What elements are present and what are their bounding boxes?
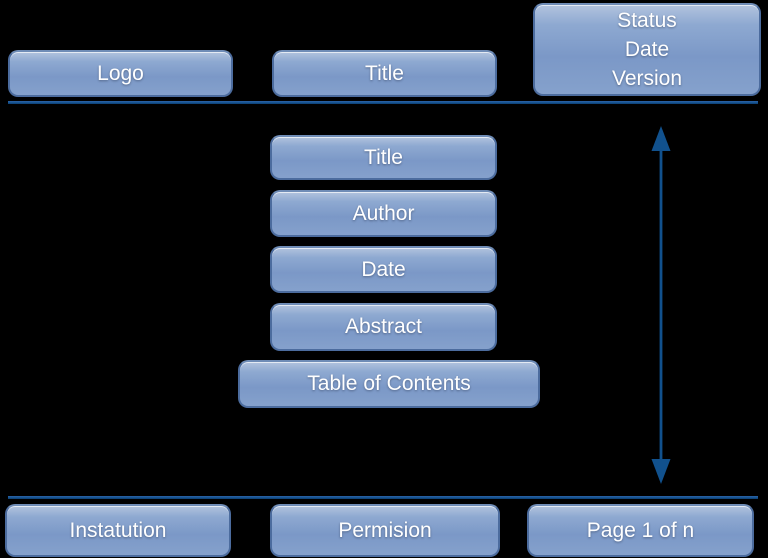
vertical-double-arrow-icon <box>651 126 671 484</box>
node-institution-label: Instatution <box>69 518 167 542</box>
node-date: Date <box>270 246 497 293</box>
node-date-label: Date <box>361 257 406 281</box>
node-header-title-label: Title <box>365 61 404 85</box>
node-title-label: Title <box>364 145 403 169</box>
node-abstract: Abstract <box>270 303 497 351</box>
node-abstract-label: Abstract <box>344 315 423 338</box>
node-page-number-label: Page 1 of n <box>586 518 695 542</box>
node-logo: Logo <box>8 50 233 97</box>
node-status-date-version: Status Date Version <box>533 3 761 96</box>
node-table-of-contents: Table of Contents <box>238 360 540 408</box>
header-divider-line <box>8 101 758 104</box>
node-permission-label: Permision <box>338 518 432 542</box>
node-page-number: Page 1 of n <box>527 504 754 557</box>
version-line: Version <box>611 67 683 90</box>
node-author: Author <box>270 190 497 237</box>
node-author-label: Author <box>352 201 415 225</box>
date-line: Date <box>624 38 670 61</box>
node-permission: Permision <box>270 504 500 557</box>
node-logo-label: Logo <box>97 61 144 85</box>
node-title: Title <box>270 135 497 180</box>
node-table-of-contents-label: Table of Contents <box>307 372 471 395</box>
footer-divider-line <box>8 496 758 499</box>
node-header-title: Title <box>272 50 497 97</box>
node-institution: Instatution <box>5 504 231 557</box>
status-line: Status <box>617 9 677 32</box>
